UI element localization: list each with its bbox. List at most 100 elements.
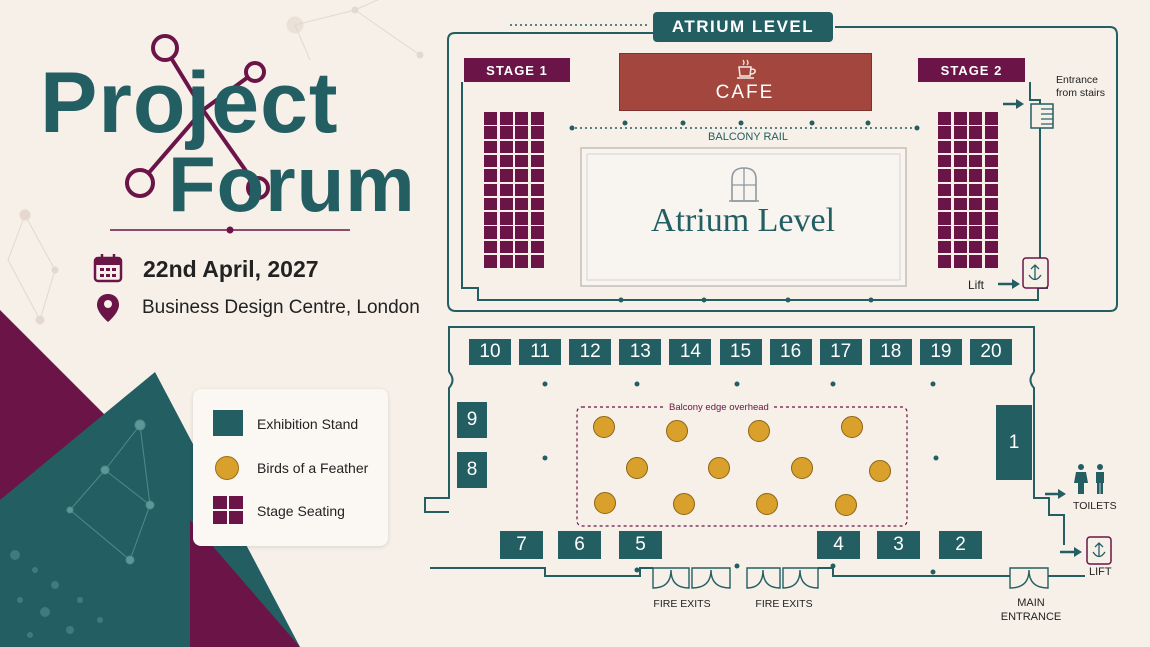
stage-seat [984,212,998,225]
birds-of-feather-table[interactable] [708,457,730,479]
stage-seat [530,140,544,154]
stage-seat [484,140,497,154]
stage-seat [499,169,513,182]
stage-seat [484,240,497,254]
exhibition-stand-2[interactable]: 2 [939,531,982,559]
stage-seat [969,212,982,225]
stage-seat [499,255,513,268]
fire-exits-label-left: FIRE EXITS [653,598,711,610]
event-venue: Business Design Centre, London [142,297,420,318]
toilets-icon [1045,464,1104,499]
ground-lift-icon [1060,536,1112,565]
stage-seat [969,226,982,239]
exhibition-stand-14[interactable]: 14 [669,339,712,365]
stage-seat [484,226,497,239]
stage-seat [984,183,998,196]
stage-seat [953,183,967,196]
stage-seat [953,126,967,139]
birds-of-feather-table[interactable] [791,457,813,479]
exhibition-stand-19[interactable]: 19 [919,339,962,365]
birds-of-feather-table[interactable] [756,493,778,515]
plum-triangle-corner [190,520,300,647]
stage-seat [530,197,544,211]
birds-of-feather-table[interactable] [626,457,648,479]
map-legend: Exhibition Stand Birds of a Feather Stag… [193,389,388,546]
exhibition-stand-13[interactable]: 13 [619,339,662,365]
stage-seat [938,240,951,254]
exhibition-stand-9[interactable]: 9 [457,402,487,438]
network-pattern-left [7,209,59,325]
birds-of-feather-table[interactable] [673,493,695,515]
exhibition-stand-20[interactable]: 20 [970,339,1012,365]
stage-seat [515,126,528,139]
stage-seat [953,197,967,211]
ground-lift-label: LIFT [1089,566,1112,578]
exhibition-stand-15[interactable]: 15 [719,339,762,365]
stage-seat [515,255,528,268]
exhibition-stand-1[interactable]: 1 [996,405,1032,480]
exhibition-stand-12[interactable]: 12 [569,339,612,365]
stage-seat [515,240,528,254]
stage-seat [499,126,513,139]
stage-seat [530,226,544,239]
exhibition-stand-8[interactable]: 8 [457,452,487,488]
stage-seat [499,154,513,168]
main-entrance-line1: MAIN [1017,597,1045,609]
network-pattern-top [286,0,424,61]
main-entrance-label: MAIN ENTRANCE [995,596,1067,624]
birds-of-feather-table[interactable] [594,492,616,514]
stage-seat [499,183,513,196]
title-line2: Forum [168,140,416,228]
exhibition-stand-swatch [213,410,243,436]
molecule-icon [125,34,270,200]
stage-seat [938,212,951,225]
exhibition-stand-18[interactable]: 18 [869,339,912,365]
legend-label-exhibition: Exhibition Stand [257,416,359,432]
main-entrance-line2: ENTRANCE [1000,611,1062,623]
exhibition-stand-17[interactable]: 17 [819,339,862,365]
stage-seat [938,126,951,139]
birds-of-feather-table[interactable] [869,460,891,482]
fire-exit-doors [652,567,1049,589]
stage-seat [530,169,544,182]
stage-seat [938,255,951,268]
stage-seat [938,154,951,168]
stage-seat [953,226,967,239]
stage-seat [515,183,528,196]
entrance-stairs-line2: from stairs [1056,87,1106,99]
stage-seat [484,197,497,211]
fire-exits-label-right: FIRE EXITS [755,598,813,610]
birds-of-feather-table[interactable] [748,420,770,442]
exhibition-stand-6[interactable]: 6 [558,531,601,559]
stage-seat [953,240,967,254]
stage-seat [530,112,544,125]
location-pin-icon [97,294,119,322]
entrance-stairs-line1: Entrance [1056,74,1099,86]
atrium-lift-label: Lift [968,278,985,292]
stage-seat [969,197,982,211]
atrium-lift-icon [998,257,1049,289]
birds-of-feather-table[interactable] [841,416,863,438]
exhibition-stand-7[interactable]: 7 [500,531,543,559]
arched-window-icon [729,167,759,202]
stage-seat [969,169,982,182]
network-pattern-triangle [66,419,155,565]
stage-seat [484,255,497,268]
stage-seat [515,226,528,239]
stage-seat [530,154,544,168]
exhibition-stand-16[interactable]: 16 [769,339,812,365]
stage-seat [530,240,544,254]
stage-seat [484,154,497,168]
cafe-area: CAFE [619,53,872,111]
exhibition-stand-4[interactable]: 4 [817,531,860,559]
exhibition-stand-5[interactable]: 5 [619,531,662,559]
exhibition-stand-3[interactable]: 3 [877,531,920,559]
birds-of-feather-table[interactable] [835,494,857,516]
birds-of-feather-table[interactable] [593,416,615,438]
birds-of-feather-table[interactable] [666,420,688,442]
exhibition-stand-11[interactable]: 11 [519,339,562,365]
exhibition-stand-10[interactable]: 10 [469,339,511,365]
stage-seat [499,112,513,125]
